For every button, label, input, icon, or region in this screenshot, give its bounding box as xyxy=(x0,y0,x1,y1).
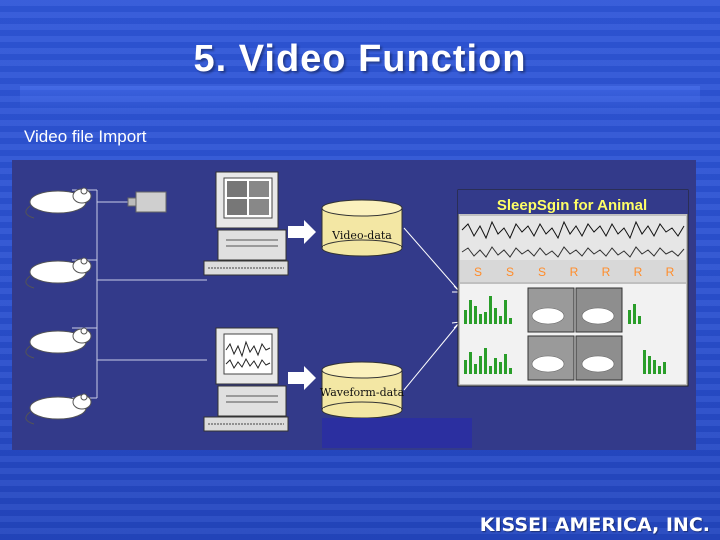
lab-mouse-icon xyxy=(26,188,91,218)
app-title: SleepSgin for Animal xyxy=(497,197,647,214)
sleepsign-app-window xyxy=(458,190,688,386)
kissei-logo: KISSEI AMERICA, INC. xyxy=(480,514,710,536)
arrow-icon xyxy=(288,366,316,390)
lab-mouse-icon xyxy=(26,258,91,288)
title-underline-bar xyxy=(20,86,700,112)
stage-label: S xyxy=(474,265,482,279)
waveform-computer-icon xyxy=(204,328,288,431)
stage-label: S xyxy=(506,265,514,279)
stage-label: R xyxy=(602,265,611,279)
slide-subtitle: Video file Import xyxy=(24,127,147,147)
video-data-cylinder xyxy=(322,200,402,256)
stage-label: S xyxy=(538,265,546,279)
arrow-icon xyxy=(288,220,316,244)
stage-label: R xyxy=(666,265,675,279)
placeholder-box xyxy=(322,418,472,448)
waveform-data-label: Waveform-data xyxy=(320,386,405,399)
mouse-wiring xyxy=(72,190,207,398)
import-lines xyxy=(404,228,460,390)
lab-mouse-icon xyxy=(26,328,91,358)
video-camera-icon xyxy=(128,192,166,212)
slide-title: 5. Video Function xyxy=(0,38,720,81)
video-data-label: Video-data xyxy=(331,229,392,242)
diagram-canvas: Video-data Waveform-data xyxy=(12,160,696,450)
stage-label: R xyxy=(634,265,643,279)
video-computer-icon xyxy=(204,172,288,275)
stage-label: R xyxy=(570,265,579,279)
lab-mouse-icon xyxy=(26,394,91,424)
video-import-diagram: Video-data Waveform-data xyxy=(12,160,696,450)
